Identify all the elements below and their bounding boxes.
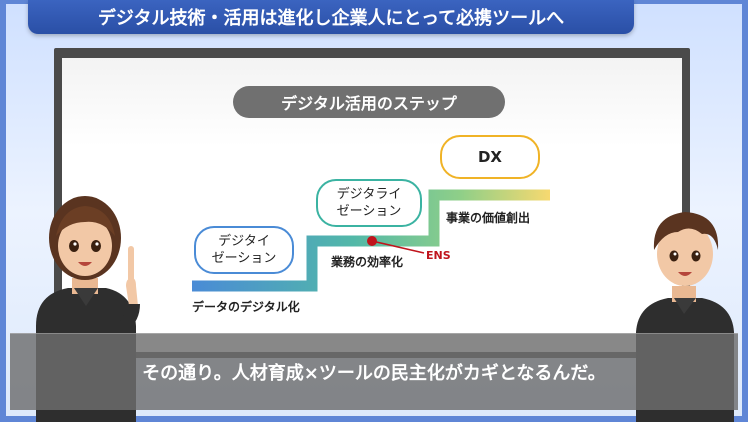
label-value-creation: 事業の価値創出 (446, 211, 531, 225)
stage-dx: DX (440, 135, 540, 179)
label-data-digitization: データのデジタル化 (192, 300, 300, 314)
slide-title: デジタル活用のステップ (233, 86, 505, 118)
stage-digitalization: デジタライ ゼーション (316, 179, 422, 227)
header-title: デジタル技術・活用は進化し企業人にとって必携ツールへ (28, 0, 634, 34)
ens-marker (367, 236, 377, 246)
ens-pointer-line (371, 240, 425, 254)
label-efficiency: 業務の効率化 (331, 255, 404, 269)
label-ens: ENS (426, 249, 451, 262)
subtitle-caption: その通り。人材育成×ツールの民主化がカギとなるんだ。 (10, 333, 738, 410)
stage-digitization: デジタイ ゼーション (194, 226, 294, 274)
